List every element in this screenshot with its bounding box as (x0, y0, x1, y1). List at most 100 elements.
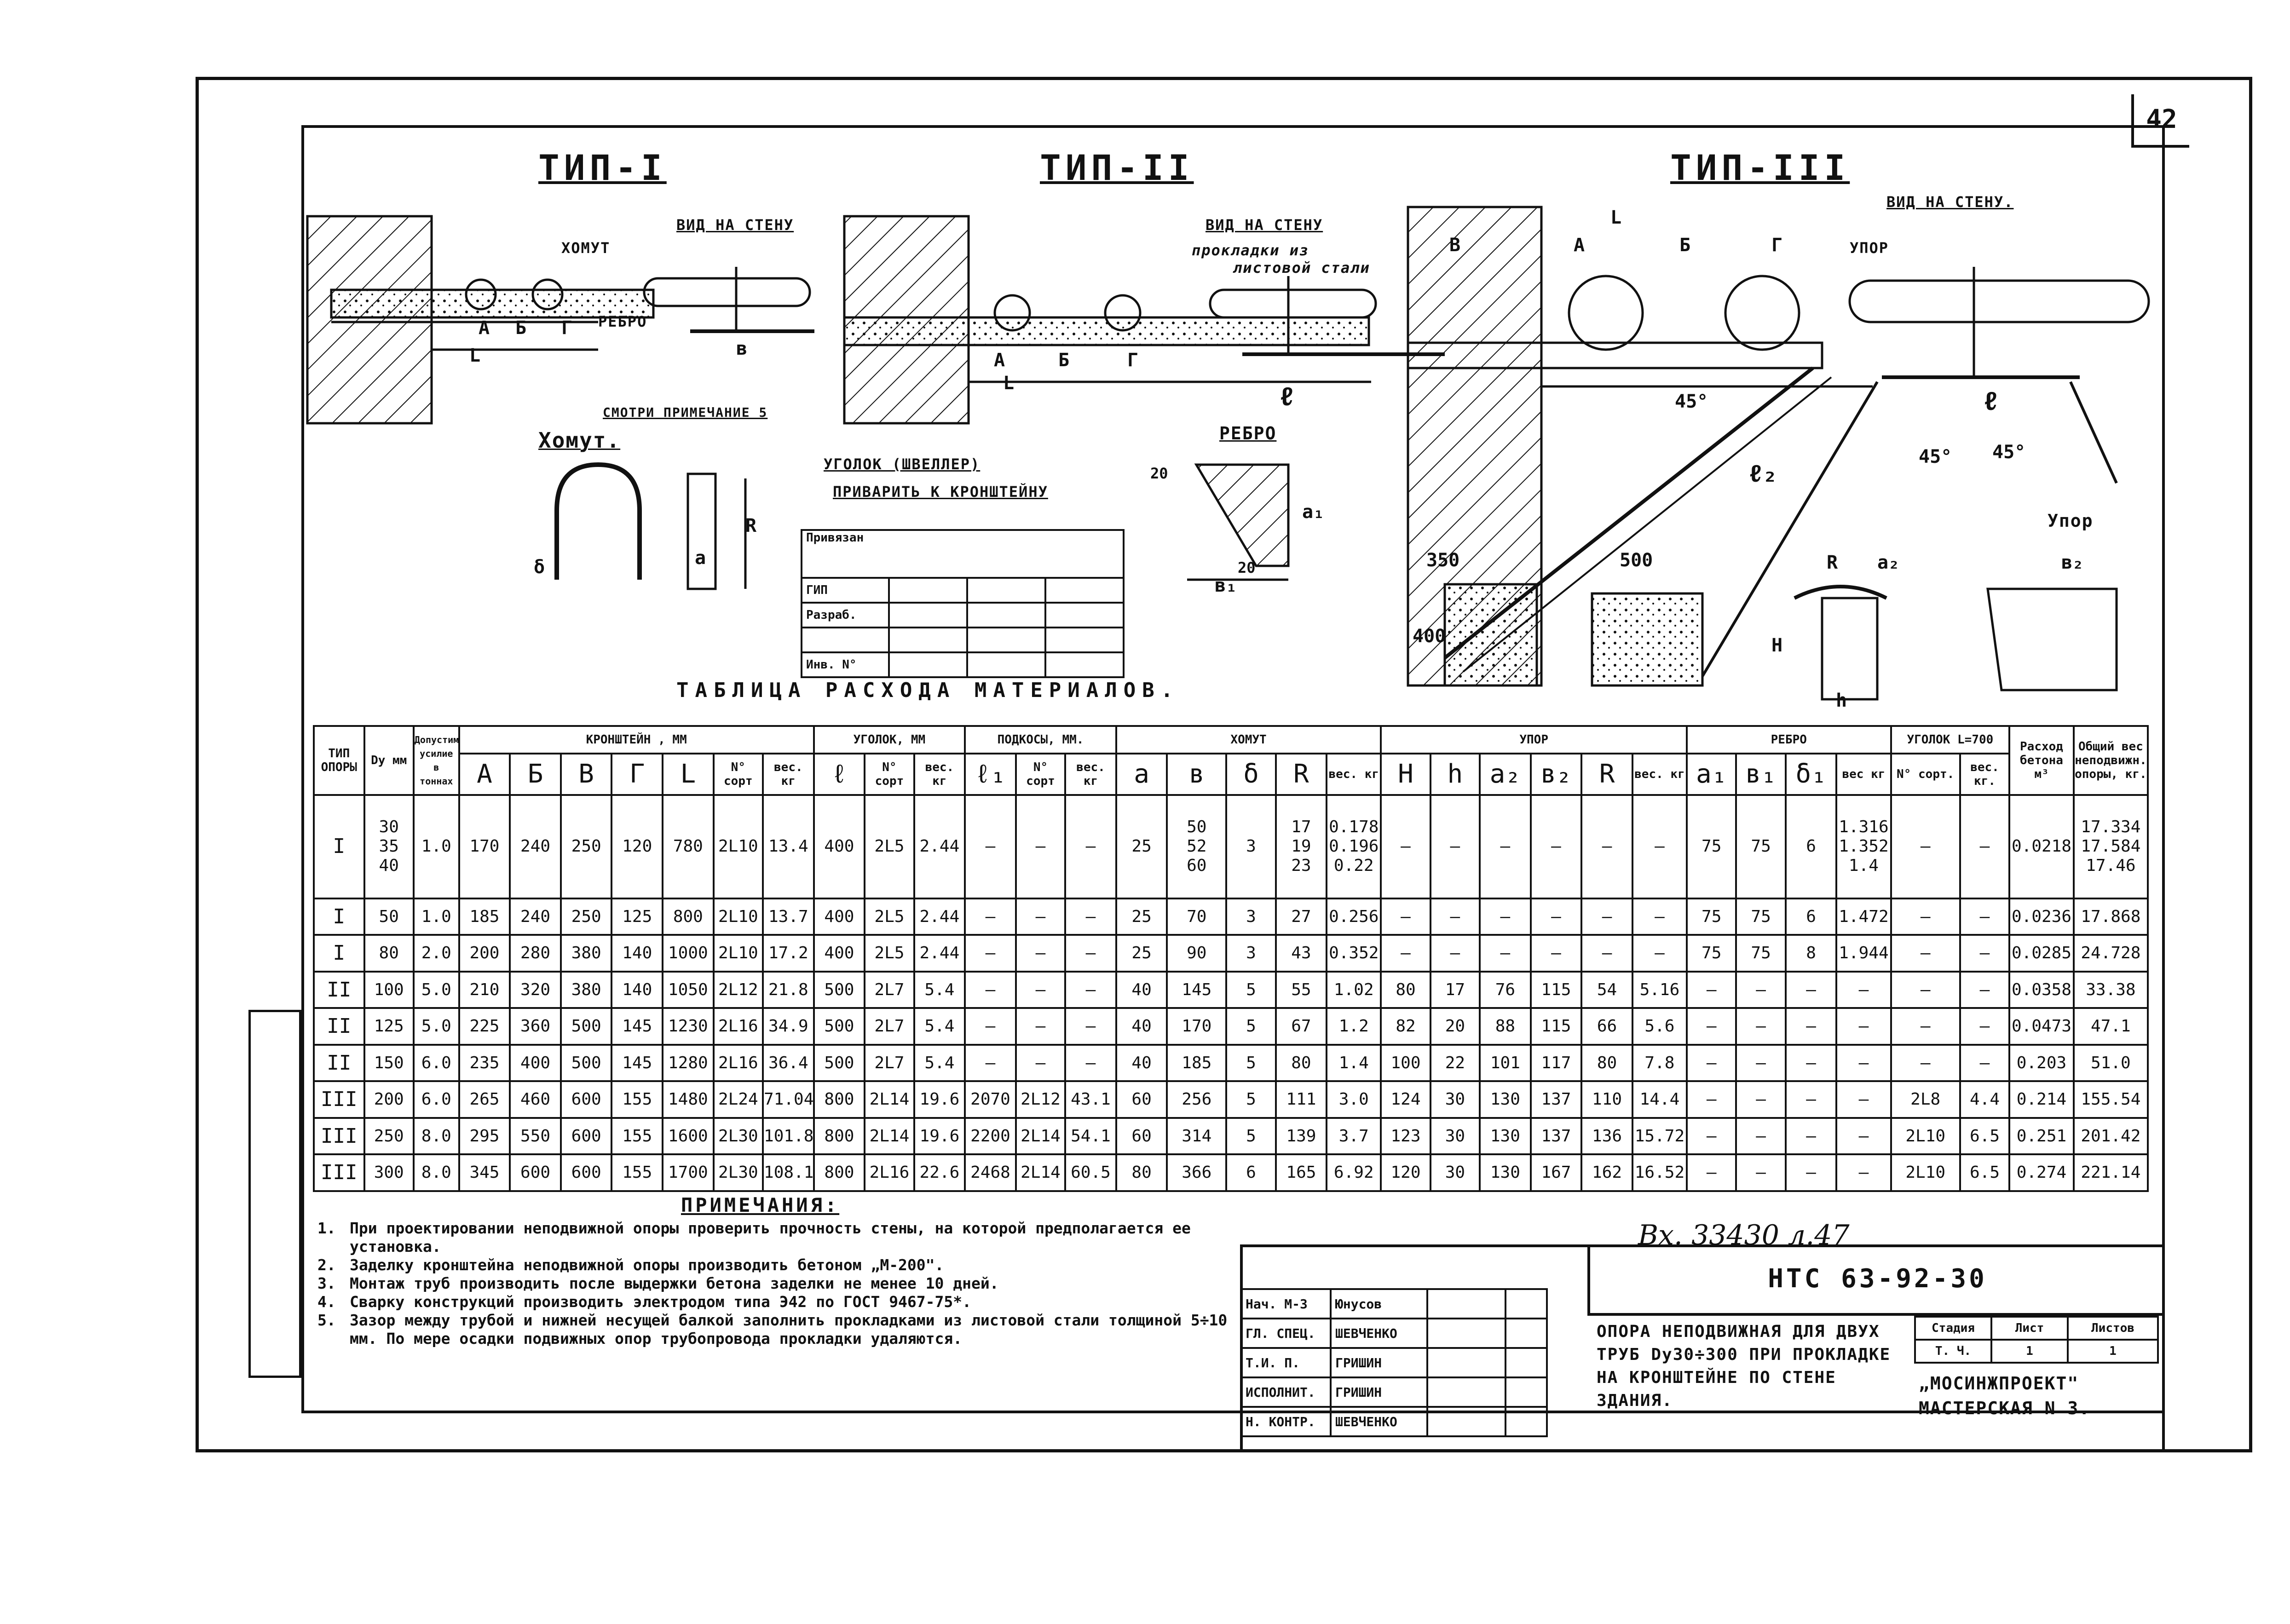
table-cell: 17 19 23 (1275, 794, 1328, 899)
table-cell: — (1735, 1043, 1787, 1083)
table-cell: 20 (1429, 1007, 1481, 1046)
table-cell: 60.5 (1064, 1153, 1117, 1192)
table-cell: — (1959, 794, 2011, 899)
table-cell: — (1015, 897, 1067, 936)
sub-header: ℓ (813, 753, 866, 796)
table-cell: 314 (1166, 1117, 1228, 1156)
type-2-title: ТИП-II (1040, 147, 1194, 188)
table-cell: 1050 (662, 970, 715, 1009)
table-cell: 300 (363, 1153, 415, 1192)
table-cell: 6.0 (412, 1080, 460, 1119)
dim-L-type3: L (1610, 207, 1622, 228)
table-cell: — (1064, 1043, 1117, 1083)
bracket-type3 (1407, 341, 1823, 369)
signer-name: ШЕВЧЕНКО (1330, 1318, 1428, 1349)
table-cell: 2L30 (712, 1117, 764, 1156)
table-cell: 2L7 (864, 1043, 915, 1083)
sheet-number: 42 (2131, 94, 2189, 148)
table-cell: 6.5 (1959, 1153, 2011, 1192)
footing-1 (1443, 583, 1538, 687)
table-cell: 155 (611, 1080, 664, 1119)
table-cell: 139 (1275, 1117, 1328, 1156)
table-cell: 1.944 (1835, 934, 1892, 973)
table-cell: — (964, 934, 1017, 973)
table-cell: 6.0 (412, 1043, 460, 1083)
group-stop: УПОР (1380, 725, 1688, 754)
dim-angle-1: 45° (1675, 391, 1708, 412)
table-cell: 225 (458, 1007, 511, 1046)
table-cell: 4.4 (1959, 1080, 2011, 1119)
table-cell: 115 (1529, 970, 1583, 1009)
sheet-header: Лист (1990, 1316, 2069, 1341)
table-cell: 75 (1735, 794, 1787, 899)
table-cell: 80 (1581, 1043, 1633, 1083)
clamp-detail (554, 462, 642, 580)
table-cell: 3.7 (1326, 1117, 1382, 1156)
angle-channel-label: УГОЛОК (ШВЕЛЛЕР) (824, 455, 981, 473)
table-cell: 80 (1275, 1043, 1328, 1083)
table-cell: 800 (813, 1117, 866, 1156)
dim-B-type2: Б (1058, 350, 1070, 371)
dim-B-type1: Б (515, 317, 527, 339)
signer-name: ШЕВЧЕНКО (1330, 1406, 1428, 1437)
table-cell: — (1959, 934, 2011, 973)
table-cell: 0.0218 (2008, 794, 2075, 899)
table-cell: 6 (1225, 1153, 1277, 1192)
table-cell: 60 (1115, 1080, 1168, 1119)
table-cell: — (1429, 794, 1481, 899)
table-cell: 2L10 (1890, 1153, 1961, 1192)
table-cell: 2L30 (712, 1153, 764, 1192)
table-cell: 82 (1380, 1007, 1431, 1046)
table-cell: 800 (662, 897, 715, 936)
table-cell: 43 (1275, 934, 1328, 973)
dim-delta-clamp: δ (534, 557, 545, 578)
table-cell: 500 (560, 1043, 613, 1083)
table-cell: 125 (611, 897, 664, 936)
table-cell: 240 (509, 794, 562, 899)
table-cell: 320 (509, 970, 562, 1009)
table-cell: 33.38 (2072, 970, 2149, 1009)
stage-header: Стадия (1914, 1316, 1992, 1341)
dim-400: 400 (1413, 626, 1446, 647)
table-cell: 1.0 (412, 794, 460, 899)
sub-header: вес. кг (762, 753, 815, 796)
table-cell: 88 (1479, 1007, 1532, 1046)
binding-razrab: Разраб. (801, 602, 890, 628)
table-cell: 155 (611, 1117, 664, 1156)
table-cell: 0.0473 (2008, 1007, 2075, 1046)
type-1-title: ТИП-I (538, 147, 667, 188)
table-cell: 150 (363, 1043, 415, 1083)
table-cell: 13.4 (762, 794, 815, 899)
sub-header: а₂ (1479, 753, 1532, 796)
drawing-description: ОПОРА НЕПОДВИЖНАЯ ДЛЯ ДВУХ ТРУБ Dy30÷300… (1597, 1322, 1891, 1410)
table-cell: 54.1 (1064, 1117, 1117, 1156)
table-cell: — (1890, 1043, 1961, 1083)
table-cell: 185 (458, 897, 511, 936)
sub-header: R (1581, 753, 1633, 796)
table-cell: 101.8 (762, 1117, 815, 1156)
organization-name: „МОСИНЖПРОЕКТ" (1919, 1373, 2079, 1394)
table-cell: 137 (1529, 1117, 1583, 1156)
table-cell: — (964, 1043, 1017, 1083)
table-cell: 201.42 (2072, 1117, 2149, 1156)
table-cell: 400 (813, 934, 866, 973)
table-cell: 250 (560, 897, 613, 936)
sub-header: В (560, 753, 613, 796)
table-cell: — (1835, 1007, 1892, 1046)
view-on-wall-label-2: ВИД НА СТЕНУ (1206, 216, 1323, 234)
table-cell: 600 (509, 1153, 562, 1192)
table-cell: 60 (1115, 1117, 1168, 1156)
gaskets-label-1: прокладки из (1192, 242, 1309, 259)
table-cell: — (1959, 970, 2011, 1009)
table-cell: 22 (1429, 1043, 1481, 1083)
sub-header: L (662, 753, 715, 796)
table-cell: 1230 (662, 1007, 715, 1046)
table-cell: 0.251 (2008, 1117, 2075, 1156)
group-angle700: УГОЛОК L=700 (1890, 725, 2011, 754)
dim-20b: 20 (1238, 559, 1256, 576)
signer-name: Юнусов (1330, 1288, 1428, 1319)
